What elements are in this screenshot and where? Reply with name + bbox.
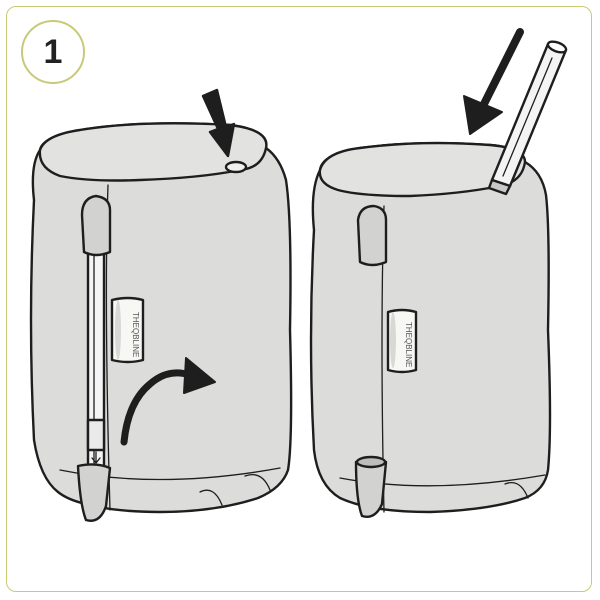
down-arrow-icon (201, 88, 236, 158)
tube-drain-arrow-icon (91, 451, 101, 465)
curved-arrow-icon (120, 357, 216, 446)
right-bag-upper-sleeve (356, 204, 388, 267)
left-bag-wrinkle (199, 489, 223, 506)
right-bag-wrinkle (504, 481, 529, 499)
left-bag-top (38, 122, 268, 182)
right-bag-label-patch: THEQBLINE (386, 308, 418, 374)
right-bag-sleeve-opening (355, 455, 387, 469)
left-bag-tube (86, 250, 106, 474)
left-bag-fill-opening (224, 160, 248, 174)
left-bag-label-patch: THEQBLINE (110, 296, 145, 364)
step-number-badge: 1 (21, 20, 85, 84)
right-bag-insert-tube (487, 40, 568, 196)
right-bag-top (318, 141, 527, 198)
right-bag-brand-text: THEQBLINE (404, 322, 413, 367)
right-bag-body (309, 141, 552, 514)
left-bag-upper-sleeve (80, 194, 112, 257)
left-water-bag: THEQBLINE (29, 88, 293, 522)
left-bag-wrinkle (244, 473, 271, 491)
left-bag-body (29, 122, 293, 514)
diagonal-arrow-icon (463, 28, 524, 135)
right-water-bag: THEQBLINE (309, 28, 568, 518)
illustration-frame (6, 6, 592, 592)
left-bag-brand-text: THEQBLINE (131, 312, 140, 357)
left-bag-lower-sleeve (76, 463, 112, 522)
